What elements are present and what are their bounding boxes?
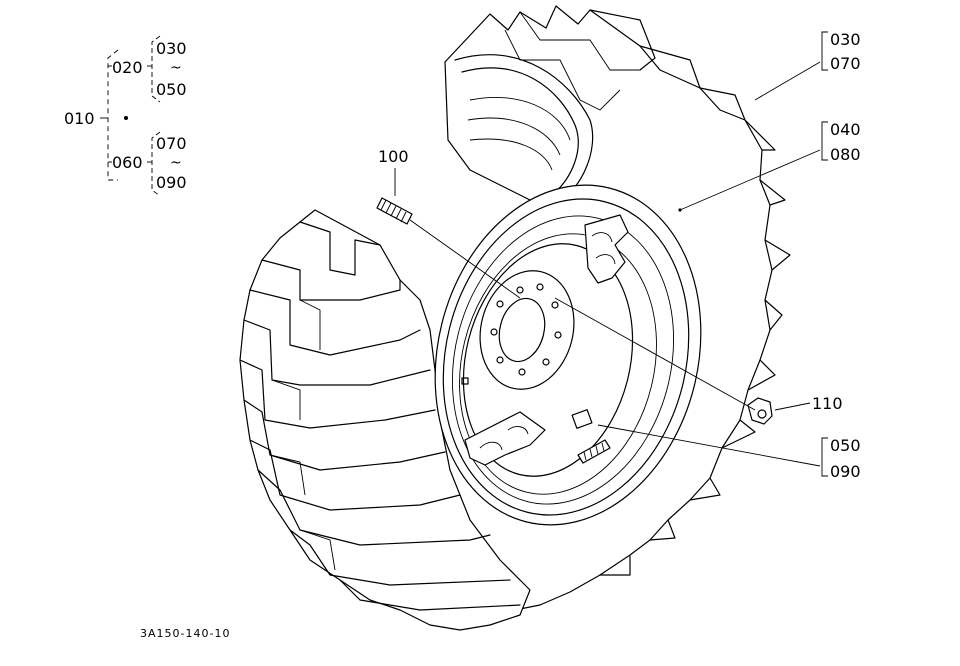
tire-drawing — [439, 5, 791, 616]
callout-tire-a: 030 — [830, 30, 861, 49]
tree-branch-a-from: 030 — [156, 39, 187, 58]
callout-stud: 100 — [378, 147, 409, 166]
tree-dot — [124, 116, 128, 120]
callout-labels: 030 070 040 080 100 110 050 090 — [378, 30, 861, 481]
tree-branch-b-to: 090 — [156, 173, 187, 192]
tree-branch-b-from: 070 — [156, 134, 187, 153]
tree-branch-b-range: ~ — [170, 155, 182, 171]
callout-nut: 110 — [812, 394, 843, 413]
tree-root-label: 010 — [64, 109, 95, 128]
leader-lines — [409, 61, 821, 467]
drawing-code: 3A150-140-10 — [140, 627, 230, 640]
stud-bolt — [376, 197, 413, 225]
tree-branch-a-range: ~ — [170, 60, 182, 76]
callout-valve-b: 090 — [830, 462, 861, 481]
rim-drawing — [434, 184, 702, 526]
callout-rim-a: 040 — [830, 120, 861, 139]
tree-branch-a-label: 020 — [112, 58, 143, 77]
tire-front-lugs — [239, 209, 531, 631]
part-tree: 010 020 030 ~ 050 060 070 ~ 090 — [64, 35, 187, 197]
callout-rim-b: 080 — [830, 145, 861, 164]
callout-valve-a: 050 — [830, 436, 861, 455]
wheel-nut — [747, 397, 773, 425]
tree-branch-b-label: 060 — [112, 153, 143, 172]
callout-tire-b: 070 — [830, 54, 861, 73]
tree-branch-a-to: 050 — [156, 80, 187, 99]
